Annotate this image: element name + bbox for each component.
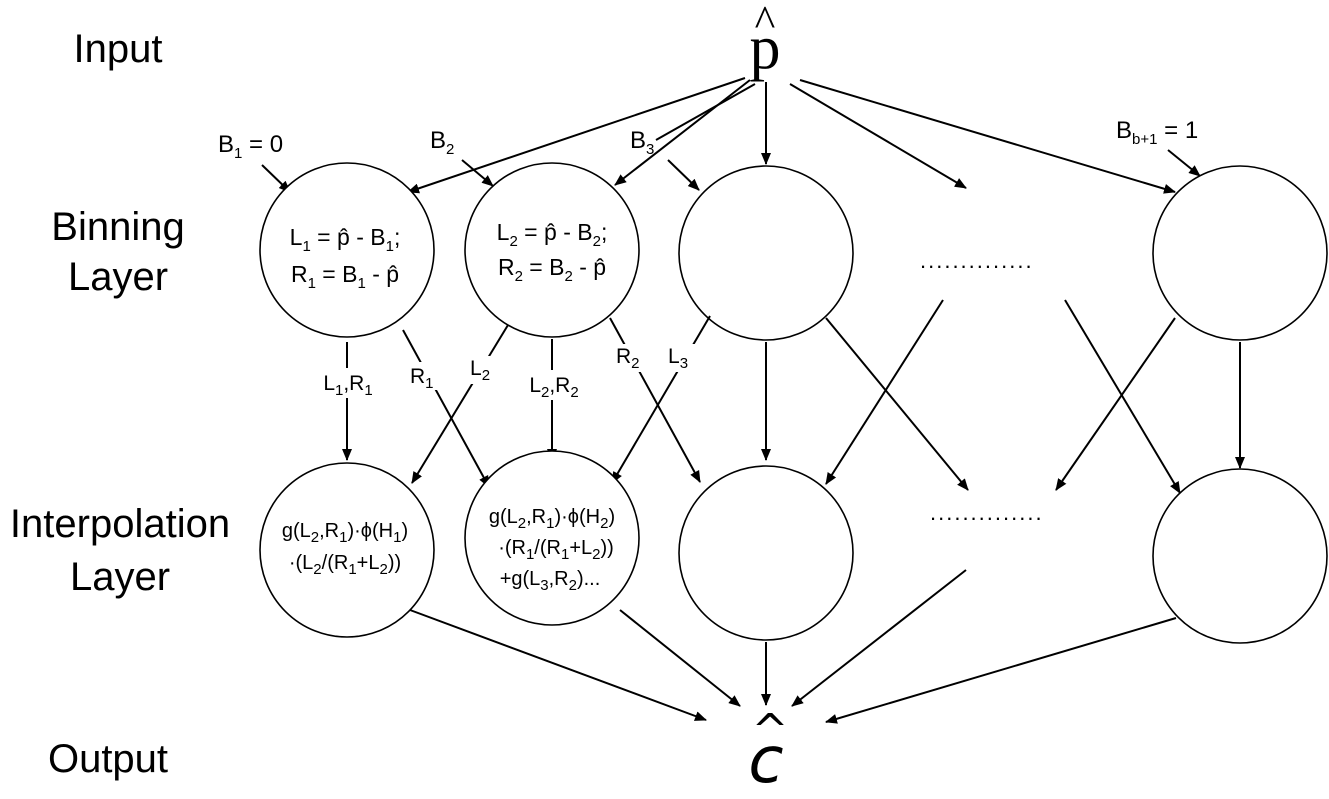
interp-node-3: [678, 465, 854, 641]
binning-layer-label-line2: Layer: [68, 255, 168, 299]
edge-ellipsis-to-output: [791, 569, 967, 707]
edge-int-last-to-output: [825, 617, 1177, 724]
edge-bin3-to-ellipsis: [825, 317, 969, 491]
edge-ellipsis-to-int-last: [1064, 299, 1181, 494]
input-symbol: p: [750, 14, 781, 82]
edge-input-to-bin-last: [799, 79, 1176, 194]
interp-node-1-formula-line1: g(L2,R1)·ϕ(H1): [282, 520, 408, 546]
bin-node-last: [1152, 165, 1328, 341]
edge-bin2-to-int3: [609, 317, 701, 483]
output-layer-label: Output: [48, 737, 168, 781]
edge-input-to-bin1: [407, 77, 746, 194]
edge-label-l3: L3: [668, 345, 688, 372]
interp-node-2-formula-line2: ·(R1/(R1+L2)): [498, 537, 614, 563]
bin-node-3: [678, 165, 854, 341]
edge-label-l2-r2: L2,R2: [529, 374, 578, 401]
bin-node-2-formula-l: L2 = p̂ - B2;: [497, 219, 608, 250]
bin-node-1-formula-r: R1 = B1 - p̂: [291, 261, 399, 292]
edge-label-l2: L2: [470, 357, 490, 384]
edge-bin3-to-int2: [611, 315, 711, 484]
interp-node-1: [259, 462, 435, 638]
bin-node-2-formula-r: R2 = B2 - p̂: [498, 254, 606, 285]
boundary-b3: B3: [630, 127, 654, 158]
edge-label-bg-4: [522, 370, 586, 400]
bin-node-1-formula-l: L1 = p̂ - B1;: [290, 224, 401, 255]
interp-layer-ellipsis: ..............: [930, 500, 1044, 525]
edge-label-bg-3: [468, 356, 498, 384]
interp-node-2-formula-line1: g(L2,R1)·ϕ(H2): [489, 506, 615, 532]
edge-label-bg-5: [614, 344, 648, 372]
bin-node-2: [464, 162, 640, 338]
bin-layer-ellipsis: ..............: [920, 248, 1034, 273]
output-hat-mark: ^: [752, 705, 789, 756]
interpolation-layer-label-line1: Interpolation: [10, 502, 230, 546]
edge-bin2-to-int1: [411, 324, 509, 484]
edge-label-bg-1: [316, 368, 380, 398]
edge-input-to-bin3: [655, 83, 756, 141]
binning-layer-label-line1: Binning: [51, 205, 184, 249]
edge-label-l1-r1: L1,R1: [323, 372, 372, 399]
bin-node-1: [259, 162, 435, 338]
boundary-b-last: Bb+1 = 1: [1116, 117, 1198, 148]
edge-bin1-to-int2: [402, 329, 490, 488]
interp-node-1-formula-line2: ·(L2/(R1+L2)): [289, 552, 401, 578]
interp-node-last: [1152, 468, 1328, 644]
edge-label-bg-2: [408, 362, 440, 390]
edge-int2-to-output: [619, 609, 741, 707]
edge-ellipsis-to-int3: [825, 299, 944, 485]
boundary-b-last-arrow: [1167, 149, 1201, 177]
input-layer-label: Input: [74, 27, 163, 71]
interpolation-layer-label-line2: Layer: [70, 555, 170, 599]
interp-node-2-formula-line3: +g(L3,R2)...: [500, 568, 601, 594]
edge-label-r2: R2: [616, 345, 640, 372]
edge-input-to-bin-ellipsis: [789, 83, 967, 189]
boundary-b1-arrow: [261, 164, 291, 193]
boundary-b2: B2: [430, 127, 454, 158]
edge-input-to-bin2: [614, 79, 751, 186]
edge-int1-to-output: [409, 609, 707, 721]
boundary-b1: B1 = 0: [218, 131, 283, 162]
edge-bin-last-to-ellipsis: [1055, 317, 1176, 491]
output-symbol: c: [748, 724, 783, 798]
edge-label-r1: R1: [410, 365, 434, 392]
input-hat-mark: ^: [755, 0, 776, 46]
edge-label-bg-6: [666, 344, 698, 372]
boundary-b2-arrow: [461, 159, 494, 187]
interp-node-2: [464, 450, 640, 626]
boundary-b3-arrow: [667, 159, 700, 191]
